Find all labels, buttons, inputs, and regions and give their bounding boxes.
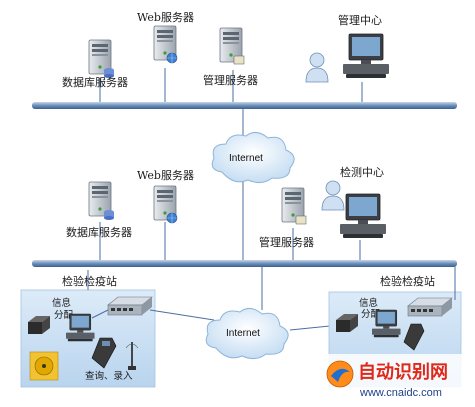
mid-center-label: 检测中心 bbox=[340, 165, 384, 179]
top-web-server-icon bbox=[153, 25, 178, 64]
left-handheld-scanner-icon bbox=[91, 337, 117, 369]
left-pc-icon bbox=[65, 313, 95, 342]
left-switch-to-pc bbox=[91, 309, 109, 319]
right-reader-icon bbox=[336, 314, 358, 332]
left-antenna-icon bbox=[125, 342, 139, 370]
top-center-person-icon bbox=[305, 52, 329, 83]
mid-mgmt-server-icon bbox=[281, 187, 307, 225]
mid-web-server-icon bbox=[153, 185, 178, 224]
left-switch-to-cloud bbox=[149, 309, 215, 321]
lower-internet-cloud bbox=[205, 308, 289, 360]
site-watermark: 自动识别网 www.cnaidc.com bbox=[322, 354, 472, 404]
right-station-title: 检验检疫站 bbox=[380, 274, 435, 288]
left-rfid-tag-icon bbox=[29, 351, 59, 381]
top-mgmt-server-icon bbox=[219, 27, 245, 65]
left-query-label: 查询、录入 bbox=[85, 370, 133, 382]
watermark-logo-icon bbox=[326, 360, 354, 388]
mid-web-server-label: Web服务器 bbox=[137, 169, 194, 182]
top-web-server-label: Web服务器 bbox=[137, 11, 194, 24]
top-center-pc-icon bbox=[342, 33, 390, 79]
watermark-brand: 自动识别网 bbox=[358, 361, 448, 383]
mid-center-pc-icon bbox=[339, 193, 387, 239]
top-db-server-icon bbox=[88, 39, 114, 78]
top-mgmt-server-label: 管理服务器 bbox=[203, 73, 258, 87]
left-station-title: 检验检疫站 bbox=[62, 274, 117, 288]
top-tier: 数据库服务器 Web服务器 管理服务器 管理中心 bbox=[32, 11, 457, 109]
left-switch-icon bbox=[107, 296, 153, 316]
left-reader-icon bbox=[28, 316, 50, 334]
right-info-label-1: 信息 bbox=[359, 297, 378, 309]
mid-db-server-icon bbox=[88, 181, 114, 220]
top-db-server-label: 数据库服务器 bbox=[62, 75, 128, 89]
middle-bus bbox=[32, 260, 457, 267]
middle-tier: 数据库服务器 Web服务器 管理服务器 检测中心 bbox=[32, 165, 457, 267]
right-switch-icon bbox=[407, 297, 453, 317]
mid-mgmt-server-label: 管理服务器 bbox=[259, 235, 314, 249]
watermark-url: www.cnaidc.com bbox=[359, 387, 442, 399]
left-station: 检验检疫站 信息 分配 bbox=[20, 270, 215, 388]
upper-internet-label: Internet bbox=[229, 153, 263, 164]
upper-internet-cloud bbox=[211, 132, 295, 184]
lower-internet-label: Internet bbox=[226, 328, 260, 339]
right-handheld-scanner-icon bbox=[403, 323, 425, 351]
left-info-label-2: 分配 bbox=[54, 310, 74, 321]
left-info-label-1: 信息 bbox=[52, 297, 71, 309]
top-bus bbox=[32, 102, 457, 109]
right-pc-icon bbox=[371, 309, 401, 338]
top-center-label: 管理中心 bbox=[338, 13, 382, 27]
right-info-label-2: 分配 bbox=[361, 309, 381, 320]
mid-center-person-icon bbox=[321, 180, 345, 211]
mid-db-server-label: 数据库服务器 bbox=[66, 225, 132, 239]
